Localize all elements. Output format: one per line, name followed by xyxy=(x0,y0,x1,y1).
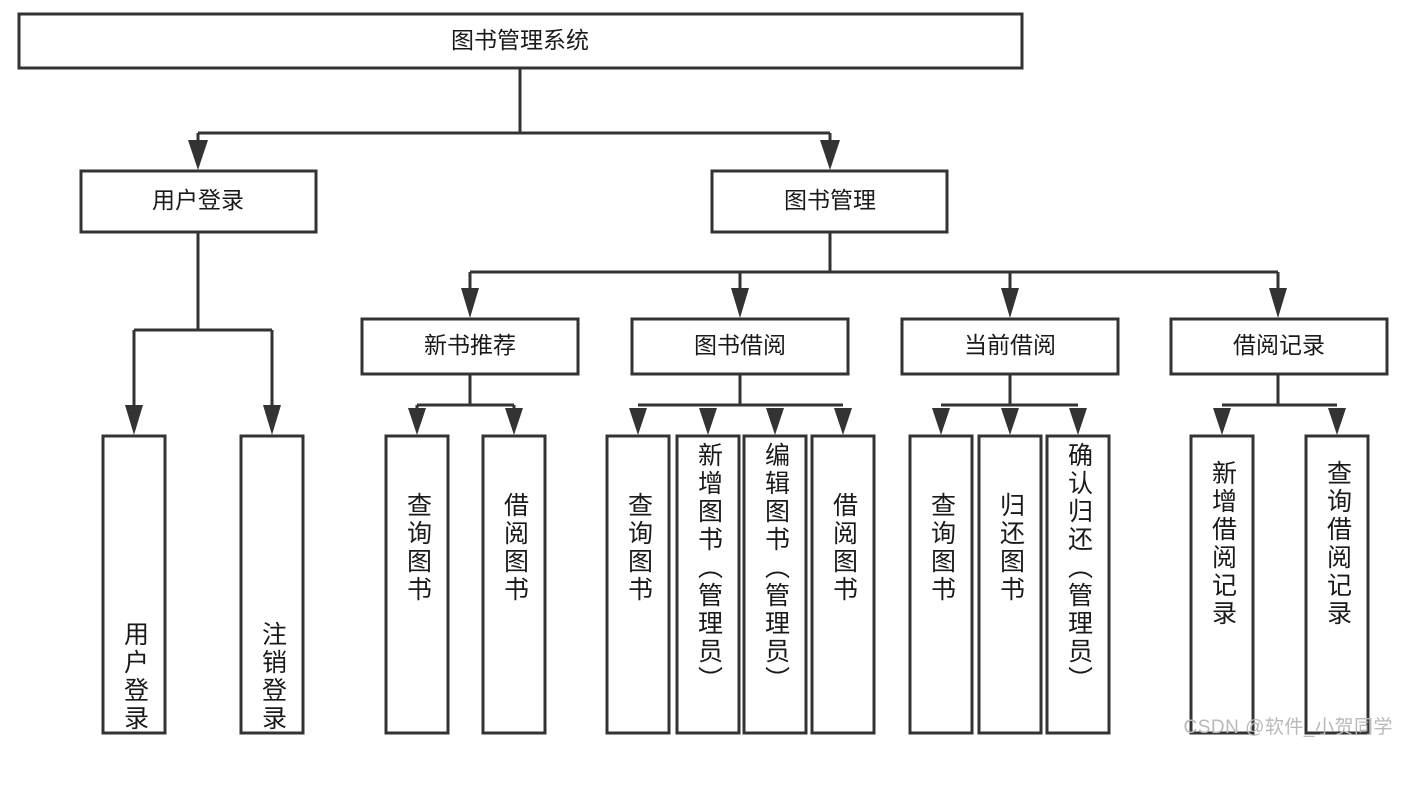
arrow-head-book-borrow xyxy=(731,288,749,318)
diagram-canvas-root: 图书管理系统 用户登录 图书管理 新书推荐 图书借阅 当前借阅 借阅记录 xyxy=(17,12,1393,738)
node-new-book-recommend-label: 新书推荐 xyxy=(424,332,516,358)
arrow-head-leaf-query-book-1 xyxy=(408,408,426,435)
arrow-head-leaf-return-book xyxy=(1001,408,1019,435)
connector-group-book-management xyxy=(461,232,1287,318)
leaf-box-user-login[interactable] xyxy=(101,434,167,735)
leaf-box-borrow-book-2[interactable] xyxy=(810,434,876,735)
leaf-box-borrow-book-1[interactable] xyxy=(481,434,547,735)
leaf-box-query-borrow-record[interactable] xyxy=(1304,434,1370,735)
arrow-head-leaf-add-borrow-record xyxy=(1213,408,1231,435)
arrow-head-leaf-confirm-return-admin xyxy=(1069,408,1087,435)
node-book-borrow-box[interactable] xyxy=(630,317,850,376)
node-book-management-box[interactable] xyxy=(710,169,949,234)
arrow-head-user-login xyxy=(188,140,208,170)
node-root-label: 图书管理系统 xyxy=(451,27,589,53)
node-book-borrow[interactable]: 图书借阅 xyxy=(630,317,850,376)
leaf-boxes-book-borrow xyxy=(605,434,876,735)
node-book-borrow-label: 图书借阅 xyxy=(694,332,786,358)
node-user-login-box[interactable] xyxy=(79,169,318,234)
node-borrow-record[interactable]: 借阅记录 xyxy=(1169,317,1389,376)
node-borrow-record-box[interactable] xyxy=(1169,317,1389,376)
arrow-head-leaf-query-borrow-record xyxy=(1328,408,1346,435)
node-book-management[interactable]: 图书管理 xyxy=(710,169,949,234)
connector-group-user-login xyxy=(125,232,281,435)
arrow-head-book-management xyxy=(820,140,840,170)
hierarchy-diagram: 图书管理系统 用户登录 图书管理 新书推荐 图书借阅 当前借阅 借阅记录 xyxy=(17,12,1389,735)
node-book-management-label: 图书管理 xyxy=(784,187,876,213)
arrow-head-leaf-edit-book-admin xyxy=(766,408,784,435)
arrow-head-new-book-recommend xyxy=(461,288,479,318)
connector-group-root xyxy=(188,68,840,170)
connector-group-book-borrow xyxy=(629,374,852,435)
leaf-boxes-user-login xyxy=(101,434,305,735)
leaf-box-return-book[interactable] xyxy=(977,434,1043,735)
leaf-box-logout-login[interactable] xyxy=(239,434,305,735)
leaf-box-query-book-2[interactable] xyxy=(605,434,671,735)
leaf-box-add-book-admin[interactable] xyxy=(675,434,741,735)
leaf-boxes-borrow-record xyxy=(1189,434,1370,735)
arrow-head-leaf-borrow-book-1 xyxy=(505,408,523,435)
leaf-boxes-current-borrow xyxy=(908,434,1111,735)
leaf-box-edit-book-admin[interactable] xyxy=(742,434,808,735)
leaf-box-query-book-1[interactable] xyxy=(384,434,450,735)
leaf-boxes-new-book-recommend xyxy=(384,434,547,735)
node-user-login[interactable]: 用户登录 xyxy=(79,169,318,234)
arrow-head-leaf-borrow-book-2 xyxy=(834,408,852,435)
leaf-box-query-book-3[interactable] xyxy=(908,434,974,735)
node-root-box[interactable] xyxy=(17,12,1024,70)
arrow-head-leaf-add-book-admin xyxy=(699,408,717,435)
arrow-head-leaf-query-book-3 xyxy=(932,408,950,435)
node-user-login-label: 用户登录 xyxy=(152,187,244,213)
csdn-watermark: CSDN @软件_小贺同学 xyxy=(1183,717,1393,738)
arrow-head-leaf-logout-login xyxy=(263,405,281,435)
arrow-head-leaf-query-book-2 xyxy=(629,408,647,435)
node-new-book-recommend[interactable]: 新书推荐 xyxy=(360,317,580,376)
leaf-box-add-borrow-record[interactable] xyxy=(1189,434,1255,735)
arrow-head-current-borrow xyxy=(1001,288,1019,318)
node-borrow-record-label: 借阅记录 xyxy=(1233,332,1325,358)
node-current-borrow[interactable]: 当前借阅 xyxy=(900,317,1120,376)
node-root[interactable]: 图书管理系统 xyxy=(17,12,1024,70)
connector-group-current-borrow xyxy=(932,374,1087,435)
node-current-borrow-label: 当前借阅 xyxy=(964,332,1056,358)
arrow-head-borrow-record xyxy=(1269,288,1287,318)
connector-group-borrow-record xyxy=(1213,374,1346,435)
leaf-box-confirm-return-admin[interactable] xyxy=(1045,434,1111,735)
node-new-book-recommend-box[interactable] xyxy=(360,317,580,376)
arrow-head-leaf-user-login xyxy=(125,405,143,435)
node-current-borrow-box[interactable] xyxy=(900,317,1120,376)
connector-group-new-book-recommend xyxy=(408,374,523,435)
